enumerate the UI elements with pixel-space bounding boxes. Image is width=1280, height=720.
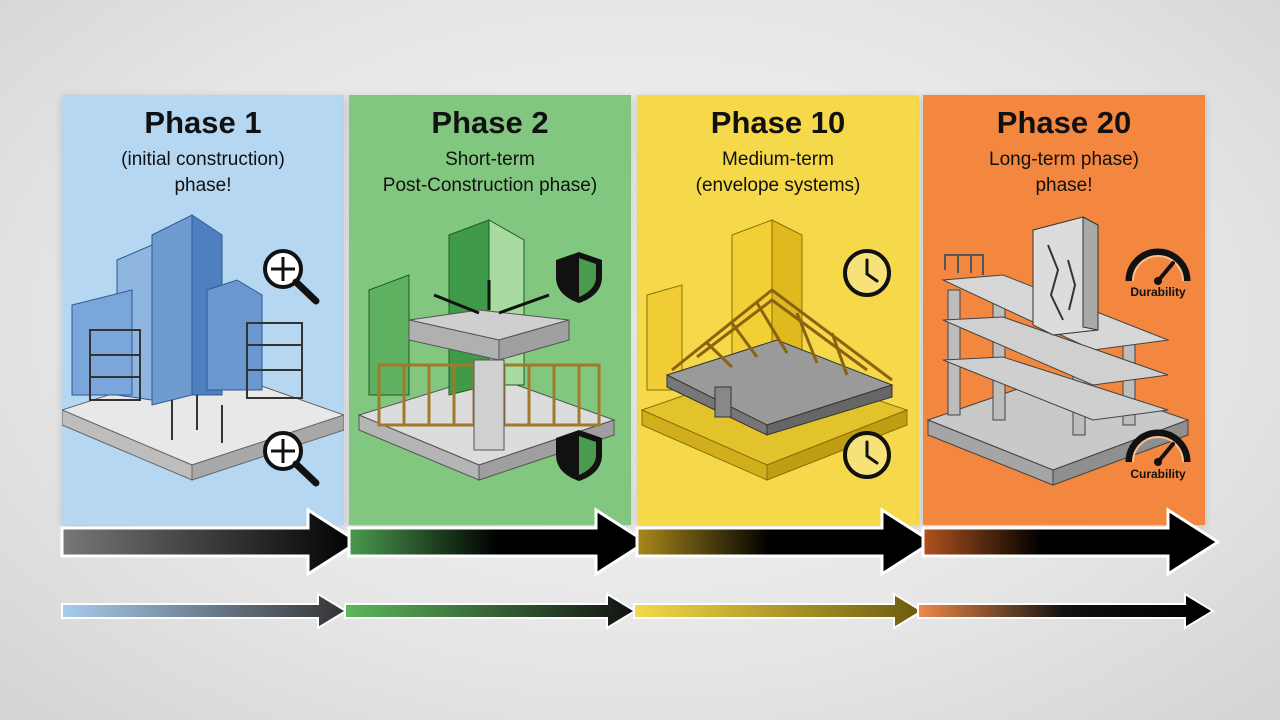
phase-2-construction-illustration — [357, 219, 616, 481]
shield-icon — [556, 430, 602, 481]
phase-1-panel: Phase 1 (initial construction) phase! — [62, 95, 344, 525]
phase-20-construction-illustration — [926, 216, 1190, 486]
phase-10-title: Phase 10 — [710, 105, 846, 140]
phase-10-construction-illustration — [640, 219, 909, 481]
phase-10-panel: Phase 10 Medium-term (envelope systems) — [637, 95, 919, 525]
clock-icon — [843, 249, 891, 297]
timeline-arrow-4 — [921, 507, 1221, 577]
small-arrow-2 — [344, 592, 637, 630]
phase-20-title: Phase 20 — [996, 105, 1132, 140]
shield-icon — [556, 252, 602, 303]
phase-20-subtitle-line-1: Long-term phase) — [989, 149, 1139, 170]
clock-icon — [843, 431, 891, 479]
magnifier-crosshair-icon — [263, 431, 320, 487]
phase-2-panel: Phase 2 Short-term Post-Construction pha… — [349, 95, 631, 525]
timeline-arrow-2 — [347, 507, 649, 577]
phase-10-subtitle-line-2: (envelope systems) — [695, 175, 861, 196]
magnifier-crosshair-icon — [263, 249, 320, 305]
phase-2-subtitle-line-1: Short-term — [445, 149, 535, 170]
small-arrow-4 — [917, 592, 1215, 630]
gauge-icon — [1125, 429, 1191, 466]
durability-label: Durability — [1130, 285, 1186, 299]
small-arrow-1 — [61, 592, 348, 630]
curability-label: Curability — [1130, 467, 1186, 481]
phase-10-subtitle-line-1: Medium-term — [722, 149, 834, 170]
phase-2-title: Phase 2 — [431, 105, 549, 140]
phase-20-panel: Phase 20 Long-term phase) phase! Durabil… — [923, 95, 1205, 525]
phase-1-title: Phase 1 — [144, 105, 262, 140]
phase-20-subtitle-line-2: phase! — [1035, 175, 1093, 196]
timeline-arrow-1 — [60, 507, 361, 577]
phase-1-subtitle-line-2: phase! — [174, 175, 232, 196]
phase-2-subtitle-line-2: Post-Construction phase) — [382, 175, 598, 196]
small-arrow-3 — [633, 592, 924, 630]
timeline-arrow-3 — [635, 507, 935, 577]
gauge-icon — [1125, 248, 1191, 285]
phase-1-subtitle-line-1: (initial construction) — [121, 149, 285, 170]
